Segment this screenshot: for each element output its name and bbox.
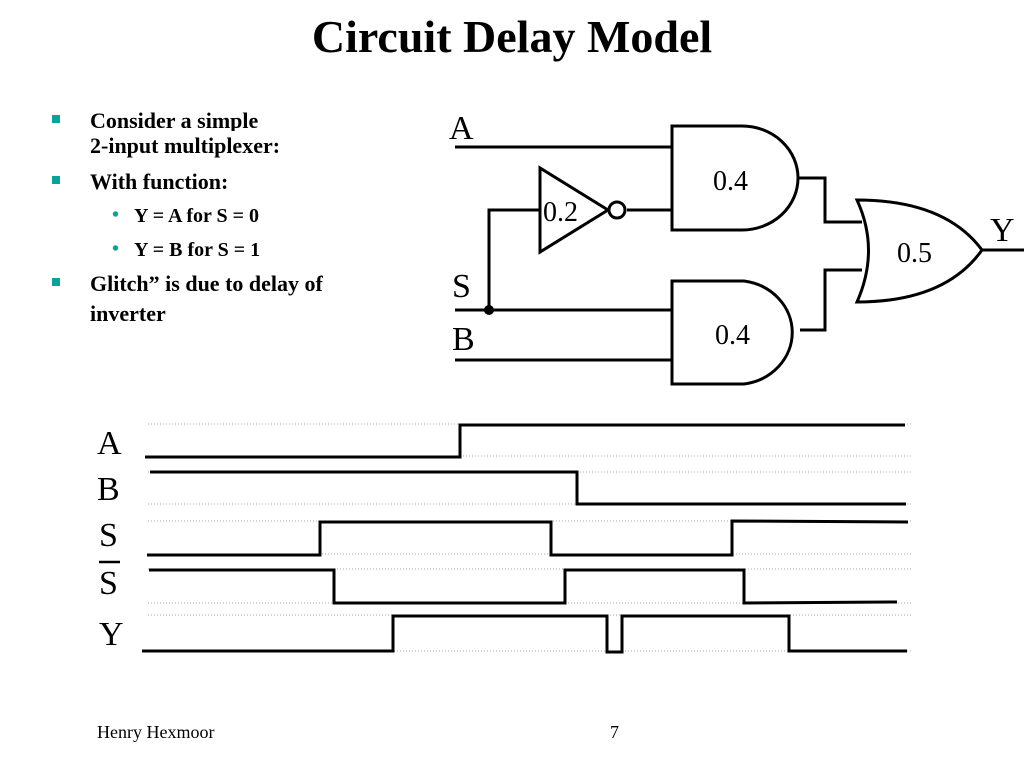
timing-diagram: A B S S Y <box>97 423 912 654</box>
sub-bullet-item: • Y = B for S = 1 <box>48 235 428 265</box>
bullet-item: Glitch” is due to delay of inverter <box>48 269 428 329</box>
wire-and1-to-or <box>798 176 862 224</box>
square-bullet-icon <box>52 115 60 123</box>
or-gate-delay: 0.5 <box>897 238 932 269</box>
dot-bullet-icon: • <box>112 204 120 226</box>
and-gate-lower-body <box>670 279 794 386</box>
and-gate-upper-delay: 0.4 <box>713 166 748 197</box>
not-gate-triangle <box>538 165 611 255</box>
bullet-line: Glitch” is due to delay of <box>90 271 323 296</box>
slide-title: Circuit Delay Model <box>311 11 713 62</box>
timing-label-a: A <box>97 425 122 462</box>
square-bullet-icon <box>52 176 60 184</box>
dot-bullet-icon: • <box>112 238 120 260</box>
bullet-line: inverter <box>90 301 166 326</box>
circuit-diagram: A S B Y 0.2 0.4 0.4 <box>449 110 1024 386</box>
timing-label-s-bar: S <box>99 565 118 602</box>
sub-bullet-text: Y = B for S = 1 <box>134 239 261 261</box>
bullet-item: With function: <box>48 167 428 197</box>
or-gate: 0.5 <box>854 198 984 304</box>
and-gate-upper: 0.4 <box>670 124 800 232</box>
footer-author: Henry Hexmoor <box>97 722 215 742</box>
wire-and2-to-or <box>800 268 862 332</box>
not-gate-delay: 0.2 <box>543 197 578 228</box>
or-gate-body <box>854 198 984 304</box>
bullet-item: Consider a simple 2-input multiplexer: <box>48 106 428 161</box>
wire-s-to-inverter <box>487 208 540 310</box>
waveform-s <box>147 519 909 557</box>
waveforms <box>142 423 909 654</box>
bullet-line: Consider a simple <box>90 108 259 131</box>
and-gate-upper-body <box>670 124 800 232</box>
timing-label-b: B <box>97 471 120 508</box>
input-label-a: A <box>449 110 474 147</box>
and-gate-lower-delay: 0.4 <box>715 320 750 351</box>
footer-page-number: 7 <box>610 722 619 742</box>
waveform-b <box>150 470 906 506</box>
and-gate-lower: 0.4 <box>670 279 794 386</box>
input-label-b: B <box>452 321 475 358</box>
timing-label-y: Y <box>99 616 124 653</box>
input-label-s: S <box>452 268 471 305</box>
sub-bullet-text: Y = A for S = 0 <box>134 205 260 227</box>
waveform-y <box>142 614 907 654</box>
junction-dot <box>484 305 494 315</box>
square-bullet-icon <box>52 278 60 286</box>
waveform-a <box>145 423 905 459</box>
timing-label-s: S <box>99 517 118 554</box>
bullet-line: 2-input multiplexer: <box>90 133 281 158</box>
sub-bullet-item: • Y = A for S = 0 <box>48 201 428 231</box>
output-label-y: Y <box>990 212 1015 249</box>
bullet-text: With function: <box>90 169 229 194</box>
not-gate: 0.2 <box>538 165 627 255</box>
bullet-list: Consider a simple 2-input multiplexer: W… <box>48 106 428 329</box>
not-gate-bubble <box>607 200 627 220</box>
waveform-s-bar <box>149 568 898 605</box>
